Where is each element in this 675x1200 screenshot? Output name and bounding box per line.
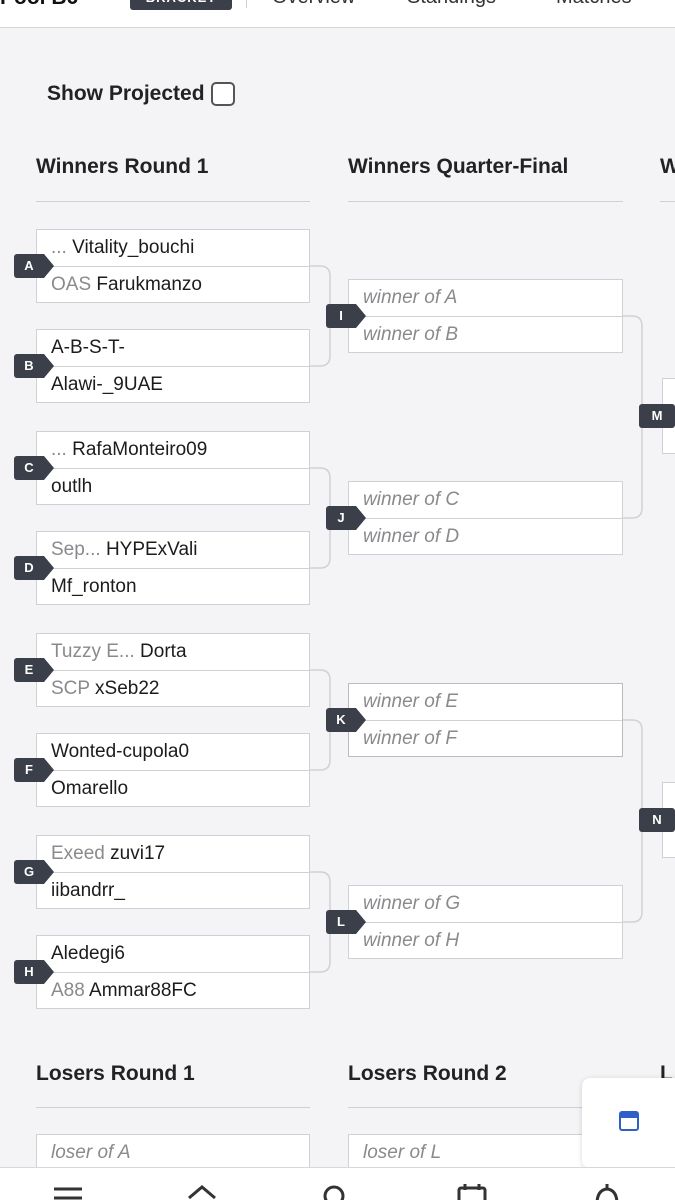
match-label-n: N: [639, 808, 675, 832]
match-card-c[interactable]: ... RafaMonteiro09 outlh: [36, 431, 310, 505]
round-divider: [348, 201, 623, 202]
match-slot[interactable]: ... RafaMonteiro09: [37, 432, 309, 468]
player-name: iibandrr_: [51, 880, 125, 901]
match-slot[interactable]: outlh: [37, 468, 309, 504]
calendar-fab-button[interactable]: [582, 1078, 675, 1168]
match-label-h: H: [14, 960, 54, 984]
match-slot[interactable]: winner of B: [349, 316, 622, 352]
match-slot[interactable]: loser of L: [363, 1142, 442, 1163]
match-slot[interactable]: A88 Ammar88FC: [37, 972, 309, 1008]
match-card-a[interactable]: ... Vitality_bouchi OAS Farukmanzo: [36, 229, 310, 303]
match-card-i[interactable]: winner of A winner of B: [348, 279, 623, 353]
match-label-d: D: [14, 556, 54, 580]
top-tab-bar: Pool B6 BRACKET Overview Standings Match…: [0, 0, 675, 28]
match-slot[interactable]: SCP xSeb22: [37, 670, 309, 706]
team-prefix: Tuzzy E...: [51, 641, 135, 662]
match-card-j[interactable]: winner of C winner of D: [348, 481, 623, 555]
round-divider: [36, 1107, 310, 1108]
match-slot[interactable]: winner of D: [349, 518, 622, 554]
team-prefix: ...: [51, 237, 67, 258]
calendar-icon[interactable]: [457, 1184, 487, 1200]
match-card-k[interactable]: winner of E winner of F: [348, 683, 623, 757]
show-projected-checkbox[interactable]: [211, 82, 235, 106]
tab-bracket[interactable]: BRACKET: [130, 0, 232, 10]
team-prefix: ...: [51, 439, 67, 460]
match-label-g: G: [14, 860, 54, 884]
match-card-f[interactable]: Wonted-cupola0 Omarello: [36, 733, 310, 807]
player-name: Alawi-_9UAE: [51, 374, 163, 395]
show-projected-label: Show Projected: [47, 82, 205, 105]
team-prefix: A88: [51, 980, 85, 1001]
match-slot[interactable]: Exeed zuvi17: [37, 836, 309, 872]
match-slot[interactable]: Tuzzy E... Dorta: [37, 634, 309, 670]
player-name: HYPExVali: [105, 539, 198, 560]
team-prefix: Sep...: [51, 539, 101, 560]
player-name: Omarello: [51, 778, 129, 799]
match-slot[interactable]: loser of A: [51, 1142, 131, 1163]
player-name: A-B-S-T-: [51, 337, 125, 358]
tab-overview[interactable]: Overview: [272, 0, 355, 9]
player-name: Wonted-cupola0: [51, 741, 190, 762]
pool-selector[interactable]: Pool B6: [0, 0, 78, 10]
calendar-fab-icon: [619, 1111, 639, 1131]
round-divider: [348, 1107, 623, 1108]
match-slot[interactable]: Alawi-_9UAE: [37, 366, 309, 402]
round-title-winners-1: Winners Round 1: [36, 155, 209, 178]
match-slot[interactable]: Omarello: [37, 770, 309, 806]
match-slot[interactable]: winner of E: [363, 691, 459, 712]
match-slot[interactable]: winner of A: [363, 287, 458, 308]
match-slot[interactable]: Mf_ronton: [37, 568, 309, 604]
search-icon[interactable]: [320, 1184, 350, 1200]
match-slot[interactable]: winner of F: [349, 720, 622, 756]
match-card-g[interactable]: Exeed zuvi17 iibandrr_: [36, 835, 310, 909]
match-slot[interactable]: Sep... HYPExVali: [37, 532, 309, 568]
team-prefix: Exeed: [51, 843, 105, 864]
team-prefix: SCP: [51, 678, 90, 699]
match-label-e: E: [14, 658, 54, 682]
match-slot[interactable]: winner of G: [363, 893, 461, 914]
player-name: Mf_ronton: [51, 576, 137, 597]
match-card-h[interactable]: Aledegi6 A88 Ammar88FC: [36, 935, 310, 1009]
match-label-m: M: [639, 404, 675, 428]
match-label-c: C: [14, 456, 54, 480]
player-name: Dorta: [140, 641, 187, 662]
player-name: xSeb22: [95, 678, 160, 699]
round-title-winners-qf: Winners Quarter-Final: [348, 155, 569, 178]
player-name: Ammar88FC: [89, 980, 197, 1001]
menu-icon[interactable]: [53, 1184, 83, 1200]
match-card-b[interactable]: A-B-S-T- Alawi-_9UAE: [36, 329, 310, 403]
match-slot[interactable]: winner of H: [349, 922, 622, 958]
player-name: outlh: [51, 476, 93, 497]
player-name: RafaMonteiro09: [72, 439, 208, 460]
tab-divider: [246, 0, 247, 8]
match-label-f: F: [14, 758, 54, 782]
team-prefix: OAS: [51, 274, 92, 295]
bottom-navigation: [0, 1167, 675, 1200]
home-icon[interactable]: [187, 1184, 217, 1200]
match-slot[interactable]: winner of C: [363, 489, 460, 510]
player-name: Farukmanzo: [96, 274, 203, 295]
tab-matches[interactable]: Matches: [556, 0, 632, 9]
match-slot[interactable]: Wonted-cupola0: [37, 734, 309, 770]
match-label-a: A: [14, 254, 54, 278]
round-divider: [36, 201, 310, 202]
round-title-losers-1: Losers Round 1: [36, 1062, 195, 1085]
match-card-d[interactable]: Sep... HYPExVali Mf_ronton: [36, 531, 310, 605]
round-divider: [660, 201, 675, 202]
round-title-winners-next: W: [660, 155, 675, 178]
match-slot[interactable]: Aledegi6: [37, 936, 309, 972]
match-slot[interactable]: A-B-S-T-: [37, 330, 309, 366]
player-name: zuvi17: [110, 843, 166, 864]
match-slot[interactable]: iibandrr_: [37, 872, 309, 908]
match-slot[interactable]: OAS Farukmanzo: [37, 266, 309, 302]
round-title-losers-2: Losers Round 2: [348, 1062, 507, 1085]
notifications-icon[interactable]: [592, 1184, 622, 1200]
match-card-l[interactable]: winner of G winner of H: [348, 885, 623, 959]
match-slot[interactable]: ... Vitality_bouchi: [37, 230, 309, 266]
match-label-b: B: [14, 354, 54, 378]
player-name: Vitality_bouchi: [72, 237, 195, 258]
tab-standings[interactable]: Standings: [407, 0, 496, 9]
player-name: Aledegi6: [51, 943, 125, 964]
match-card-e[interactable]: Tuzzy E... Dorta SCP xSeb22: [36, 633, 310, 707]
